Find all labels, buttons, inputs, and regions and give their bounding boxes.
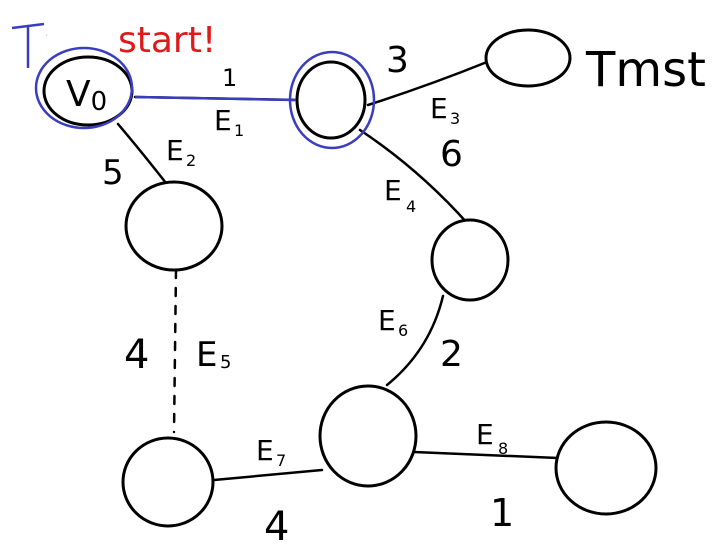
edge-sub-e7: 7 — [276, 451, 286, 470]
edge-sub-e1: 1 — [234, 121, 244, 140]
edge-label-e4: E — [384, 174, 402, 207]
weight-e7: 4 — [264, 504, 289, 550]
node-f — [121, 436, 215, 528]
edge-sub-e5: 5 — [220, 352, 231, 373]
edge-sub-e2: 2 — [186, 151, 196, 170]
weight-e4: 6 — [440, 134, 463, 175]
node-a — [295, 60, 367, 140]
edge-label-e5: E — [196, 335, 217, 375]
node-c — [124, 180, 224, 272]
edge-e3 — [366, 60, 489, 107]
edge-sub-e4: 4 — [406, 197, 416, 216]
edge-label-e6: E — [378, 304, 396, 337]
edge-label-e8: E — [476, 418, 494, 451]
edge-e6 — [385, 294, 445, 387]
edge-e4 — [358, 128, 470, 226]
weight-e3: 3 — [386, 40, 409, 81]
edge-e5 — [172, 268, 178, 434]
edge-label-e1: E — [214, 104, 232, 137]
weight-e5: 4 — [124, 332, 149, 378]
t-label: T — [46, 35, 48, 37]
highlight-t-mark — [11, 22, 45, 68]
start-label: start! — [118, 20, 216, 61]
weight-e1: 1 — [222, 64, 237, 92]
edge-sub-e8: 8 — [498, 439, 508, 458]
highlight-line-e1 — [134, 95, 297, 102]
node-v0-label: V0 — [66, 74, 107, 117]
node-d — [430, 218, 510, 302]
node-b — [484, 28, 572, 88]
highlight-circle-v0 — [34, 46, 134, 130]
edge-label-e3: E — [430, 92, 448, 125]
edge-e2 — [116, 122, 168, 185]
edge-sub-e3: 3 — [450, 109, 460, 128]
weight-e6: 2 — [440, 334, 463, 375]
edge-sub-e6: 6 — [398, 321, 408, 340]
node-e — [318, 384, 418, 488]
edge-e7 — [212, 468, 324, 482]
node-g — [554, 420, 658, 516]
tmst-label: Tmst — [585, 42, 706, 98]
edge-label-e7: E — [256, 434, 274, 467]
edge-label-e2: E — [166, 134, 184, 167]
weight-e2: 5 — [102, 153, 124, 193]
edge-e8 — [412, 450, 560, 460]
weight-e8: 1 — [490, 491, 514, 535]
